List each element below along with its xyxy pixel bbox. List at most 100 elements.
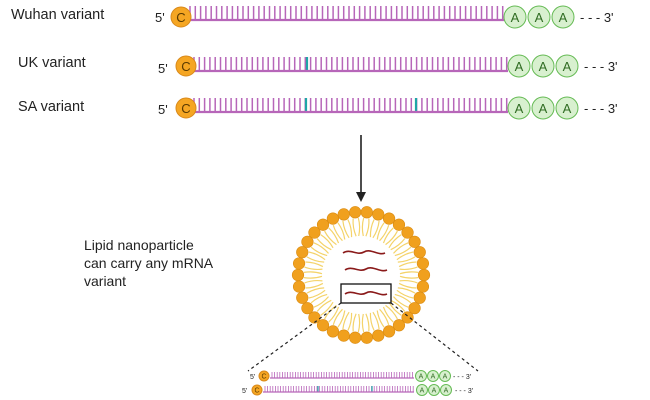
lipid-tail: [372, 220, 380, 239]
zoom-box: [340, 283, 392, 304]
zoom-strand-1-tail-a1: [415, 370, 427, 382]
lipid-tail: [320, 234, 334, 249]
lipid-head: [360, 206, 373, 219]
sa-cap-letter: C: [181, 101, 190, 116]
lipid-tail: [369, 219, 375, 238]
uk-three-prime: - - - 3': [584, 59, 618, 74]
zoom-strand-2-backbone: [263, 386, 414, 393]
wuhan-tail-a1-letter: A: [511, 10, 520, 25]
lipid-head: [382, 325, 396, 338]
sa-mrna-strand: 5' C A A A - - - 3': [158, 96, 618, 120]
lipid-head: [349, 331, 362, 344]
lipid-head: [417, 268, 431, 282]
lipid-tail: [328, 306, 340, 323]
zoom-line-right: [390, 302, 479, 372]
uk-tail-a1-letter: A: [515, 59, 524, 74]
lipid-tail: [303, 271, 323, 275]
lipid-tail: [393, 296, 409, 308]
lipid-tail: [337, 310, 346, 328]
zoom-strand-1-cap-icon: [258, 370, 270, 382]
inside-mrna-2: [344, 267, 388, 272]
wuhan-tail-a2: [527, 5, 551, 29]
lipid-tail: [397, 256, 416, 263]
wuhan-backbone: [188, 6, 504, 22]
lipid-tail: [398, 282, 417, 289]
lipid-head: [296, 291, 309, 304]
lipid-head: [416, 257, 430, 270]
lipid-head: [401, 226, 414, 239]
lipid-tail: [324, 230, 337, 246]
lipid-tail: [394, 293, 412, 304]
zoom-line-left: [247, 302, 342, 372]
uk-cap-icon: [175, 55, 197, 77]
lipid-tail: [393, 242, 409, 254]
lipid-tail: [399, 266, 418, 271]
lipid-head: [382, 212, 396, 225]
zoom-strand-2-tail-a2: [428, 384, 440, 396]
lipid-tail: [308, 289, 326, 299]
lipid-tail: [320, 301, 334, 316]
wuhan-tail-a3: [551, 5, 575, 29]
lipid-tail: [347, 219, 353, 238]
zoom-strand-1-five-prime: 5': [250, 374, 255, 381]
zoom-strand-2-tail-a1: [416, 384, 428, 396]
lipid-tail: [306, 256, 325, 263]
lipid-tail: [379, 224, 390, 242]
lipid-head: [326, 212, 340, 225]
wuhan-tail-a3-letter: A: [559, 10, 568, 25]
sa-cap-icon: [175, 97, 197, 119]
zoom-strand-1-tail-a1-letter: A: [419, 374, 424, 381]
lipid-tail: [342, 220, 350, 239]
wuhan-five-prime: 5': [155, 10, 165, 25]
zoom-strand-2-cap-letter: C: [254, 388, 259, 395]
wuhan-tail-a1: [503, 5, 527, 29]
lipid-tail: [305, 282, 324, 289]
lipid-tail: [369, 312, 375, 331]
zoom-strand-2: 5' C A A A - - - 3': [242, 384, 473, 396]
sa-tail-a2-letter: A: [539, 101, 548, 116]
zoom-strand-1-tail-a3-letter: A: [443, 374, 448, 381]
lipid-tail: [385, 304, 398, 320]
lipid-tail: [304, 266, 323, 271]
sa-tail-a1: [507, 96, 531, 120]
zoom-strand-1-tail-a2-letter: A: [431, 374, 436, 381]
lipid-head: [416, 280, 430, 293]
lipid-head: [408, 302, 421, 315]
wuhan-cap-letter: C: [176, 10, 185, 25]
lipid-head: [349, 206, 362, 219]
lipid-tail: [399, 271, 419, 275]
sa-backbone: [192, 98, 508, 114]
lipid-tail: [382, 227, 394, 244]
lipid-head: [337, 208, 350, 221]
uk-backbone: [192, 57, 508, 73]
lipid-tail: [361, 313, 365, 333]
inside-mrna-3: [344, 291, 388, 296]
lipid-head: [408, 235, 421, 248]
zoom-strand-2-tail-a1-letter: A: [420, 388, 425, 395]
lipid-tail: [388, 301, 402, 316]
uk-variant-label: UK variant: [18, 55, 86, 71]
uk-mrna-strand: 5' C A A A - - - 3': [158, 54, 618, 78]
lipid-tail: [382, 306, 394, 323]
zoom-strand-2-three-prime: - - - 3': [455, 388, 473, 395]
lipid-head: [316, 319, 330, 332]
lipid-head: [301, 302, 314, 315]
lipid-tail: [399, 279, 418, 284]
nanoparticle-label-line2: can carry any mRNA: [84, 255, 214, 271]
lipid-nanoparticle: [291, 206, 431, 344]
zoom-strand-1-tail-a2: [427, 370, 439, 382]
lipid-head: [296, 246, 309, 259]
sa-tail-a1-letter: A: [515, 101, 524, 116]
zoom-strand-1-three-prime: - - - 3': [453, 374, 471, 381]
lipid-head: [316, 218, 330, 231]
lipid-tail: [372, 311, 380, 330]
lipid-tail: [397, 287, 416, 294]
sa-five-prime: 5': [158, 102, 168, 117]
uk-tail-a2: [531, 54, 555, 78]
sa-three-prime: - - - 3': [584, 101, 618, 116]
lipid-tail: [385, 230, 398, 246]
lipid-tail: [347, 312, 353, 331]
lipid-tail: [365, 218, 370, 237]
lipid-tail: [306, 287, 325, 294]
